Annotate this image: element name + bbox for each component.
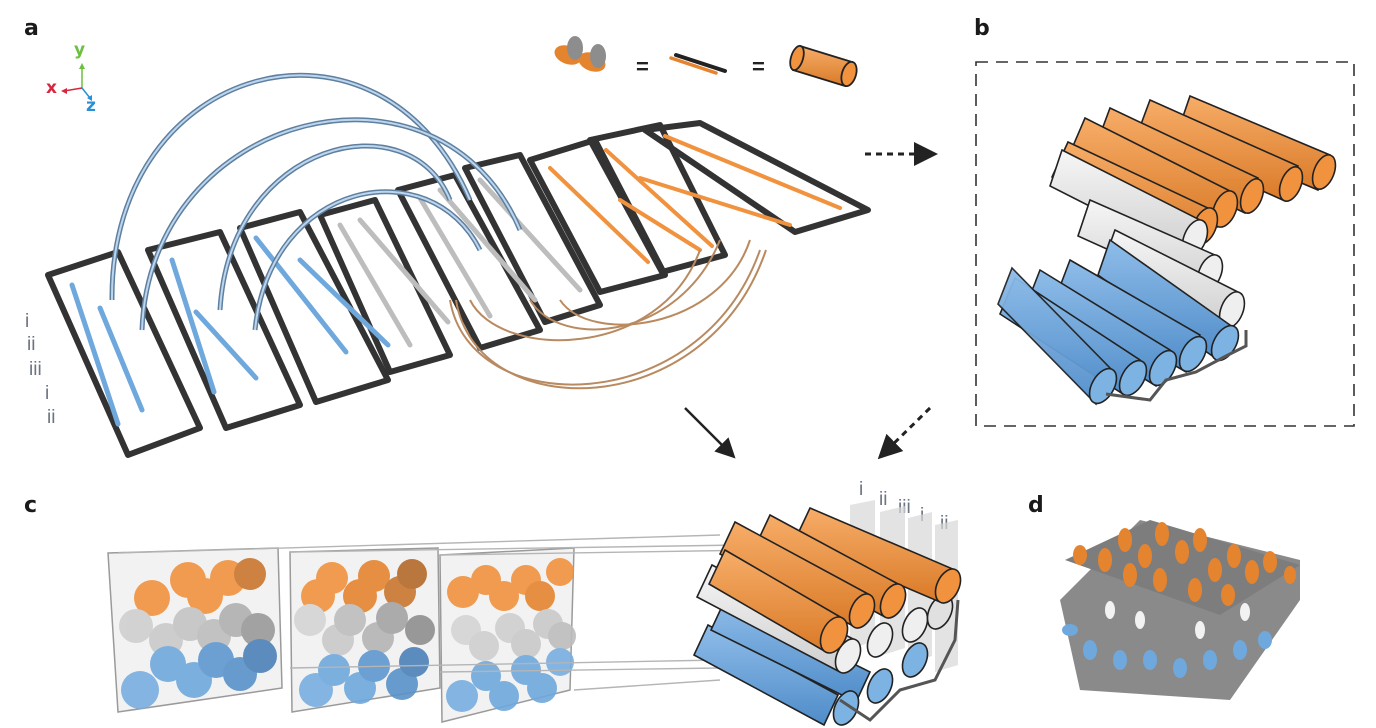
layer-label-a-2: iii: [29, 359, 42, 380]
blue-strands: [69, 235, 391, 427]
frame-orange-1: [527, 137, 668, 295]
slice-ii: [289, 547, 441, 713]
layer-label-a-3: i: [45, 383, 50, 404]
axis-label-x: x: [46, 78, 57, 98]
equals-sign-2: =: [752, 54, 765, 79]
projection-lines: [117, 534, 761, 691]
axis-label-z: z: [86, 96, 96, 116]
panel-b-bundle: [997, 94, 1337, 406]
frame-orange-3: [642, 120, 871, 235]
cylinder-icon: [789, 44, 858, 88]
z-axis-arrow: [81, 87, 91, 99]
frame-blue-3: [237, 209, 391, 405]
slice-iii: [439, 547, 576, 723]
panel-label-c: c: [24, 493, 38, 518]
frame-grey-3: [462, 152, 603, 325]
panel-label-d: d: [1028, 493, 1044, 518]
grey-strands: [337, 177, 583, 348]
blue-bridges: [109, 72, 523, 331]
layer-label-a-0: i: [25, 311, 30, 332]
panel-label-a: a: [24, 16, 39, 41]
panel-d-surface-model: [1060, 520, 1300, 700]
white-helices-d: [1105, 601, 1250, 639]
orange-bridges: [449, 239, 767, 390]
dashed-arrow-b-to-c: [877, 406, 932, 460]
strand-pair-icon: [669, 53, 727, 75]
panel-c-bundle: [692, 500, 962, 727]
blue-helices-d: [1062, 624, 1272, 678]
panel-label-b: b: [974, 16, 990, 41]
helix-model-icon: [554, 36, 606, 72]
layer-label-a-4: ii: [47, 407, 56, 428]
cylinder-blue-row-b: [997, 238, 1240, 406]
frame-blue-1: [45, 249, 203, 458]
frame-orange-2: [587, 122, 728, 275]
orange-strands: [548, 134, 842, 264]
layer-frames-a: [45, 120, 871, 458]
axis-triad: [61, 63, 92, 101]
frame-blue-2: [145, 229, 303, 431]
panel-b-frame: [975, 61, 1355, 427]
crossover-linker-c: [839, 599, 960, 722]
crossover-linker-b: [1105, 330, 1248, 402]
stack-label-c-0: i: [859, 479, 864, 500]
stack-label-c-1: ii: [879, 489, 888, 510]
orange-helices-d: [1073, 522, 1296, 606]
axis-label-y: y: [74, 40, 86, 60]
panel-c-slices: [107, 534, 761, 723]
cylinder-grey-row-b: [1049, 148, 1246, 330]
frame-grey-1: [317, 197, 453, 375]
solid-arrow-a-to-c: [684, 407, 736, 459]
slice-i: [107, 547, 283, 713]
equals-sign-1: =: [636, 54, 649, 79]
layer-label-a-1: ii: [27, 334, 36, 355]
